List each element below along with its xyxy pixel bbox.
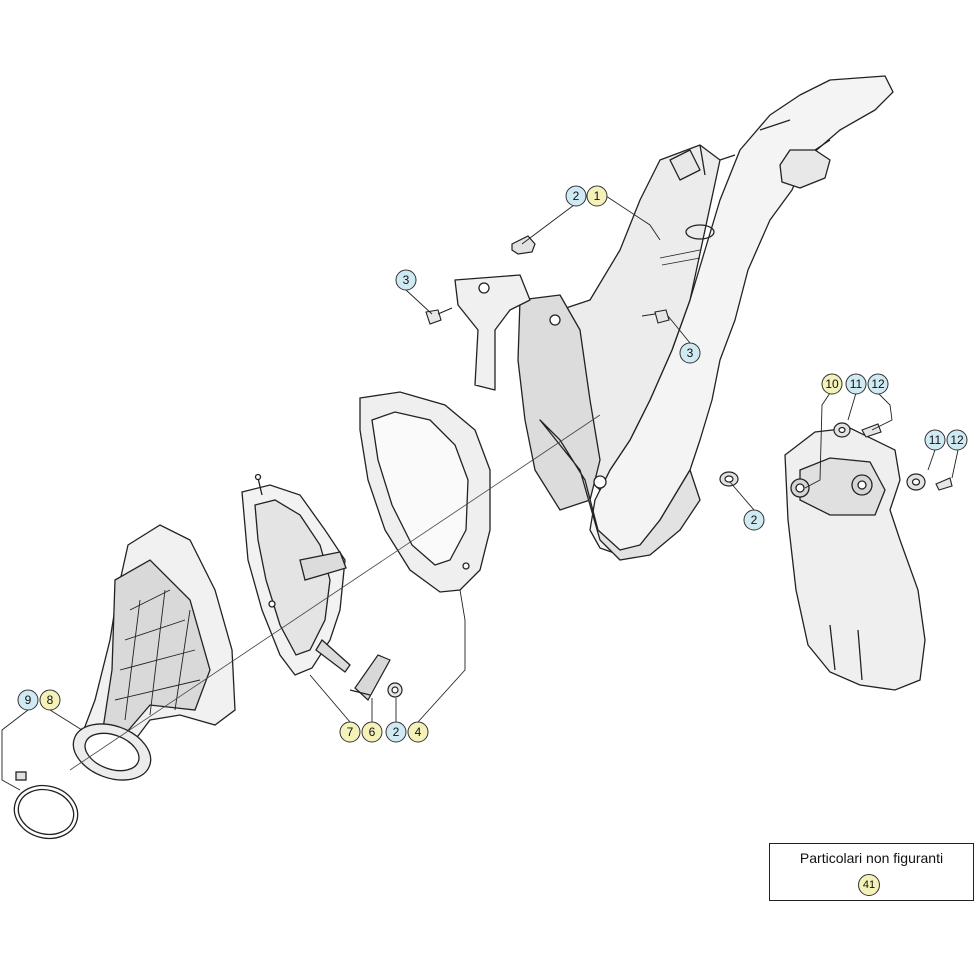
guard-washer-part xyxy=(833,422,926,491)
filter-nut-part xyxy=(387,682,403,698)
callout-guard-right-11: 11 xyxy=(924,429,946,451)
parts-not-shown-title: Particolari non figuranti xyxy=(799,850,944,866)
svg-text:4: 4 xyxy=(415,725,422,739)
callout-bolt-right-3: 3 xyxy=(679,342,701,364)
callout-bolt-left-3: 3 xyxy=(395,269,417,291)
svg-text:6: 6 xyxy=(369,725,376,739)
callout-clamp-9: 9 xyxy=(17,689,39,711)
grommet-right xyxy=(719,471,739,487)
svg-text:2: 2 xyxy=(573,189,580,203)
intake-boot-part xyxy=(72,524,236,781)
parts-not-shown-box: Particolari non figuranti 41 xyxy=(769,843,974,901)
exploded-axis-line xyxy=(69,414,601,771)
svg-text:10: 10 xyxy=(825,377,839,391)
svg-text:3: 3 xyxy=(687,346,694,360)
callout-frame-1: 1 xyxy=(586,185,608,207)
filter-cage-part xyxy=(241,473,351,676)
callout-guard-12: 12 xyxy=(867,373,889,395)
svg-text:12: 12 xyxy=(950,433,964,447)
svg-text:11: 11 xyxy=(850,377,863,391)
parts-not-shown-number: 41 xyxy=(858,874,880,896)
callout-bottom-7: 7 xyxy=(339,721,361,743)
svg-text:3: 3 xyxy=(403,273,410,287)
svg-text:9: 9 xyxy=(25,693,32,707)
hose-clamp-part xyxy=(13,771,79,840)
callout-clamp-8: 8 xyxy=(39,689,61,711)
callout-grommet-2: 2 xyxy=(743,509,765,531)
callout-guard-11: 11 xyxy=(845,373,867,395)
guard-screw-part xyxy=(861,423,953,491)
callout-bottom-2: 2 xyxy=(385,721,407,743)
callout-bottom-4: 4 xyxy=(407,721,429,743)
callout-bottom-6: 6 xyxy=(361,721,383,743)
air-filter-part xyxy=(359,391,491,593)
svg-text:12: 12 xyxy=(871,377,885,391)
leader-lines xyxy=(1,195,959,791)
filter-clip-part xyxy=(349,654,391,701)
svg-text:11: 11 xyxy=(929,433,942,447)
callout-guard-10: 10 xyxy=(821,373,843,395)
svg-text:7: 7 xyxy=(347,725,354,739)
bolt-left xyxy=(425,307,453,325)
bolt-right xyxy=(641,309,670,324)
svg-text:2: 2 xyxy=(393,725,400,739)
mudguard-part xyxy=(784,427,926,691)
grommet-top xyxy=(511,235,536,255)
svg-text:8: 8 xyxy=(47,693,54,707)
callout-guard-right-12: 12 xyxy=(946,429,968,451)
svg-text:2: 2 xyxy=(751,513,758,527)
svg-text:1: 1 xyxy=(594,189,601,203)
callout-frame-2: 2 xyxy=(565,185,587,207)
